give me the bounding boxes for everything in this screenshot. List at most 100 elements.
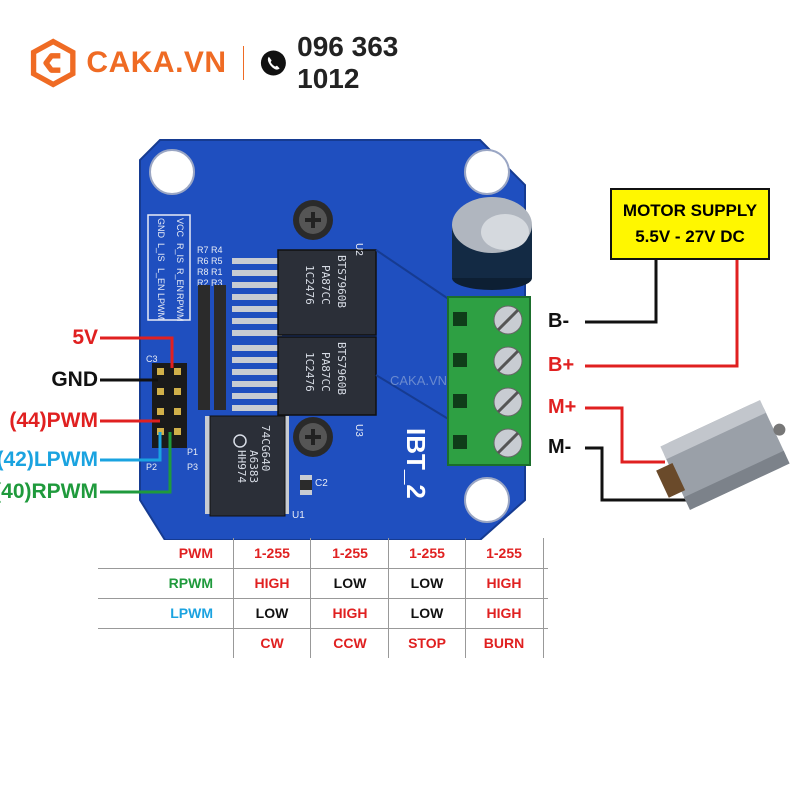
resistor-label: R6	[197, 256, 209, 266]
resistor-label: R5	[211, 256, 223, 266]
table-cell: HIGH	[332, 605, 368, 621]
trace-lower	[375, 374, 451, 421]
table-cell: 1-255	[332, 545, 368, 561]
table-cell: BURN	[483, 635, 525, 651]
silk-header-label: VCC	[175, 218, 185, 238]
phone-icon	[261, 50, 287, 76]
board-model-label: IBT_2	[401, 428, 431, 499]
motor-supply-box: MOTOR SUPPLY 5.5V - 27V DC	[610, 188, 770, 260]
terminal-label-b-plus: B+	[548, 354, 575, 376]
silk-header-label: LPWM	[156, 293, 166, 320]
smd-component-array	[198, 285, 226, 410]
chip-bottom-line1: BTS7960B	[335, 342, 348, 395]
terminal-screw-m-minus	[493, 428, 523, 458]
wire-lpwm	[100, 432, 162, 462]
terminal-screw-m-plus	[493, 387, 523, 417]
logic-ic-pins	[205, 416, 289, 514]
header-ref-p2: P2	[146, 462, 157, 472]
header-ref-p1: P1	[187, 447, 198, 457]
table-hline	[98, 598, 548, 599]
watermark-text: CAKA.VN	[390, 373, 447, 388]
terminal-label-b-minus: B-	[548, 310, 570, 332]
mount-hole-top-left	[149, 149, 195, 195]
chip-bottom-line3: 1C2476	[303, 352, 316, 392]
logic-ic-line2: A6383	[247, 450, 260, 483]
table-cell: CW	[260, 635, 284, 651]
wire-rpwm	[100, 432, 172, 494]
motor-supply-voltage: 5.5V - 27V DC	[635, 227, 745, 246]
chip-bottom-pins	[232, 345, 282, 411]
silk-header-label: L_EN	[156, 268, 166, 291]
terminal-screw-b-plus	[493, 346, 523, 376]
silk-header-label: GND	[156, 218, 166, 239]
table-row: PWM 1-255 1-255 1-255 1-255	[88, 538, 548, 568]
pin-header-pins	[157, 368, 181, 435]
table-cell: 1-255	[486, 545, 522, 561]
wire-b-plus	[585, 260, 739, 368]
resistor-label: R3	[211, 278, 223, 288]
wire-b-minus	[585, 260, 658, 324]
resistor-label: R7	[197, 245, 209, 255]
chip-top-body	[277, 249, 377, 336]
logic-ic-line3: HH974	[235, 450, 248, 483]
pin-label-gnd: GND	[51, 368, 98, 391]
brand-name: CAKA.VN	[86, 46, 227, 79]
table-row-header: LPWM	[170, 605, 213, 621]
silk-header-box	[147, 214, 191, 321]
silk-header-label: RPWM	[175, 293, 185, 322]
table-cell: LOW	[255, 605, 289, 621]
brand-phone: 096 363 1012	[297, 31, 399, 94]
chip-top-pins	[232, 258, 282, 336]
screw-top	[293, 200, 333, 240]
mount-hole-bottom-right	[464, 477, 510, 523]
resistor-label: R4	[211, 245, 223, 255]
terminal-slots	[453, 312, 467, 449]
header-ref-c3: C3	[146, 354, 158, 364]
mount-hole-top-right	[464, 149, 510, 195]
logic-ic-logo-icon	[233, 434, 247, 448]
logic-ic-line1: 74CG640	[259, 425, 272, 471]
cap-c2-ref: C2	[315, 478, 328, 489]
electrolytic-capacitor	[452, 197, 532, 290]
pin-label-lpwm: (42)LPWM	[0, 448, 98, 471]
dc-motor	[656, 400, 790, 510]
brand-header: CAKA.VN 096 363 1012	[30, 31, 450, 94]
screw-bottom	[293, 417, 333, 457]
wire-5v	[100, 336, 174, 368]
resistor-label: R2	[197, 278, 209, 288]
chip-top-line3: 1C2476	[303, 265, 316, 305]
trace-upper	[375, 249, 451, 301]
table-hline	[98, 568, 548, 569]
table-cell: LOW	[333, 575, 367, 591]
chip-top-line2: PA87CC	[319, 265, 332, 305]
silk-header-label: R_IS	[175, 243, 185, 263]
wire-m-minus	[585, 446, 690, 502]
table-row-header: RPWM	[168, 575, 213, 591]
terminal-label-m-plus: M+	[548, 396, 577, 418]
header-ref-p3: P3	[187, 462, 198, 472]
brand-divider	[242, 46, 245, 80]
table-row-header	[88, 628, 213, 658]
logic-ic-ref: U1	[292, 510, 305, 521]
pin-label-rpwm: (40)RPWM	[0, 480, 98, 503]
pin-label-pwm: (44)PWM	[9, 409, 98, 432]
table-cell: STOP	[408, 635, 446, 651]
pin-label-5v: 5V	[72, 326, 98, 349]
table-row-header: PWM	[178, 545, 213, 561]
table-cell: 1-255	[409, 545, 445, 561]
wire-m-plus	[585, 406, 665, 464]
chip-bottom-ref: U3	[353, 424, 364, 437]
logic-ic-body	[209, 415, 286, 517]
table-cell: 1-255	[254, 545, 290, 561]
silk-header-label: L_IS	[156, 243, 166, 262]
silk-header-label: R_EN	[175, 268, 185, 292]
terminal-label-m-minus: M-	[548, 436, 572, 458]
table-cell: HIGH	[254, 575, 290, 591]
resistor-label: R1	[211, 267, 223, 277]
table-cell: LOW	[410, 605, 444, 621]
